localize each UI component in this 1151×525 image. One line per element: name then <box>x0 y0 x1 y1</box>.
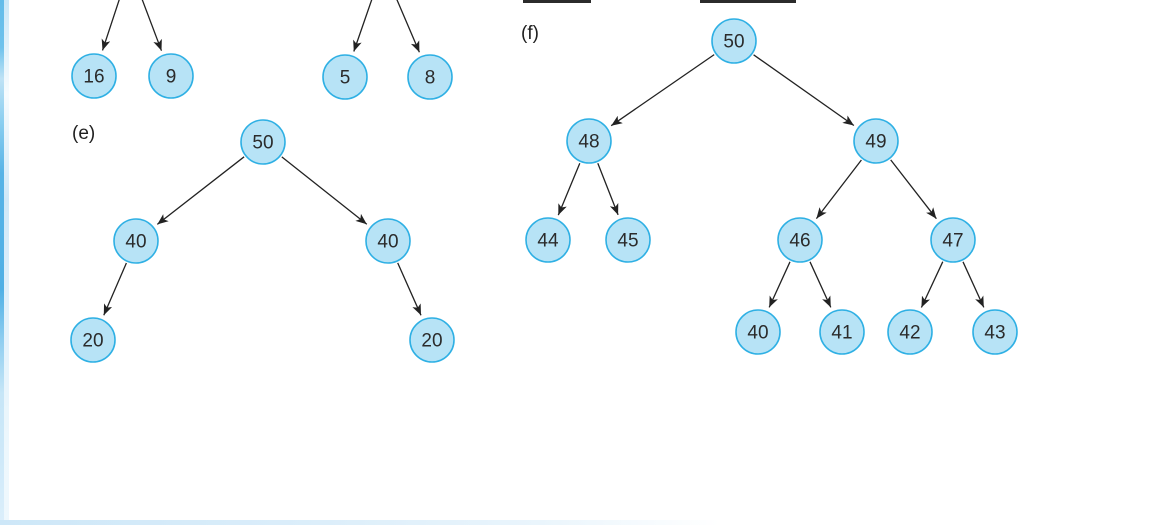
edge-arrow <box>353 0 373 52</box>
node-circle <box>240 119 286 165</box>
node-circle <box>853 118 899 164</box>
cropped-text-fragment-left <box>523 0 591 3</box>
edge-arrow <box>141 0 163 51</box>
tree-node-45: 45 <box>605 217 651 263</box>
node-label: 50 <box>252 133 273 154</box>
edge-arrow <box>101 0 120 51</box>
node-circle <box>887 309 933 355</box>
page-left-edge-stripe-halo <box>4 0 9 525</box>
cropped-text-fragment-right <box>700 0 796 3</box>
node-label: 50 <box>723 32 744 53</box>
node-label: 41 <box>831 323 852 344</box>
partial-top-left: 16 9 <box>71 0 194 99</box>
node-circle <box>777 217 823 263</box>
edge-arrow <box>610 54 715 127</box>
node-label: 20 <box>421 331 442 352</box>
node-label: 16 <box>83 67 104 88</box>
node-label: 47 <box>942 231 963 252</box>
node-circle <box>566 118 612 164</box>
tree-node-5: 5 <box>322 54 368 100</box>
node-label: 42 <box>899 323 920 344</box>
figure-label-f: (f) <box>521 23 539 44</box>
node-circle <box>819 309 865 355</box>
node-label: 40 <box>125 232 146 253</box>
tree-node-50: 50 <box>711 18 757 64</box>
node-label: 5 <box>340 68 351 89</box>
tree-e: 50 40 40 20 20 <box>70 119 455 363</box>
node-circle <box>735 309 781 355</box>
node-label: 46 <box>789 231 810 252</box>
node-label: 20 <box>82 331 103 352</box>
node-label: 40 <box>747 323 768 344</box>
tree-node-46: 46 <box>777 217 823 263</box>
edge-arrow <box>890 159 937 220</box>
tree-f: 50 48 49 44 45 46 47 40 41 42 43 <box>525 18 1018 355</box>
tree-node-20: 20 <box>70 317 116 363</box>
edge-arrow <box>281 156 368 225</box>
node-circle <box>407 54 453 100</box>
node-label: 45 <box>617 231 638 252</box>
node-label: 44 <box>537 231 559 252</box>
edge-arrow <box>920 261 944 308</box>
page-left-edge-stripe <box>0 0 4 525</box>
node-label: 48 <box>578 132 599 153</box>
node-label: 40 <box>377 232 398 253</box>
node-label: 43 <box>984 323 1005 344</box>
edge-arrow <box>809 261 832 308</box>
tree-node-40: 40 <box>735 309 781 355</box>
tree-node-20: 20 <box>409 317 455 363</box>
tree-node-50: 50 <box>240 119 286 165</box>
tree-node-43: 43 <box>972 309 1018 355</box>
tree-node-16: 16 <box>71 53 117 99</box>
edge-arrow <box>396 0 420 53</box>
tree-node-8: 8 <box>407 54 453 100</box>
node-circle <box>605 217 651 263</box>
node-circle <box>711 18 757 64</box>
tree-node-40: 40 <box>365 218 411 264</box>
edge-arrow <box>103 262 127 316</box>
edge-arrow <box>815 159 862 219</box>
node-circle <box>525 217 571 263</box>
edge-arrow <box>962 261 985 308</box>
node-circle <box>70 317 116 363</box>
node-label: 49 <box>865 132 886 153</box>
edge-arrow <box>156 156 245 225</box>
edge-arrow <box>557 162 581 216</box>
node-circle <box>972 309 1018 355</box>
tree-node-47: 47 <box>930 217 976 263</box>
tree-node-9: 9 <box>148 53 194 99</box>
tree-node-44: 44 <box>525 217 571 263</box>
node-circle <box>409 317 455 363</box>
tree-node-41: 41 <box>819 309 865 355</box>
tree-node-42: 42 <box>887 309 933 355</box>
figure-label-e: (e) <box>72 123 95 144</box>
node-label: 9 <box>166 67 177 88</box>
page-bottom-edge-band <box>0 520 720 525</box>
node-circle <box>148 53 194 99</box>
node-circle <box>322 54 368 100</box>
node-circle <box>365 218 411 264</box>
tree-node-48: 48 <box>566 118 612 164</box>
edge-arrow <box>768 261 791 308</box>
edge-arrow <box>597 163 619 216</box>
edge-arrow <box>397 262 422 316</box>
edge-arrow <box>753 54 855 127</box>
node-circle <box>113 218 159 264</box>
node-circle <box>930 217 976 263</box>
tree-node-49: 49 <box>853 118 899 164</box>
node-circle <box>71 53 117 99</box>
node-label: 8 <box>425 68 436 89</box>
tree-node-40: 40 <box>113 218 159 264</box>
